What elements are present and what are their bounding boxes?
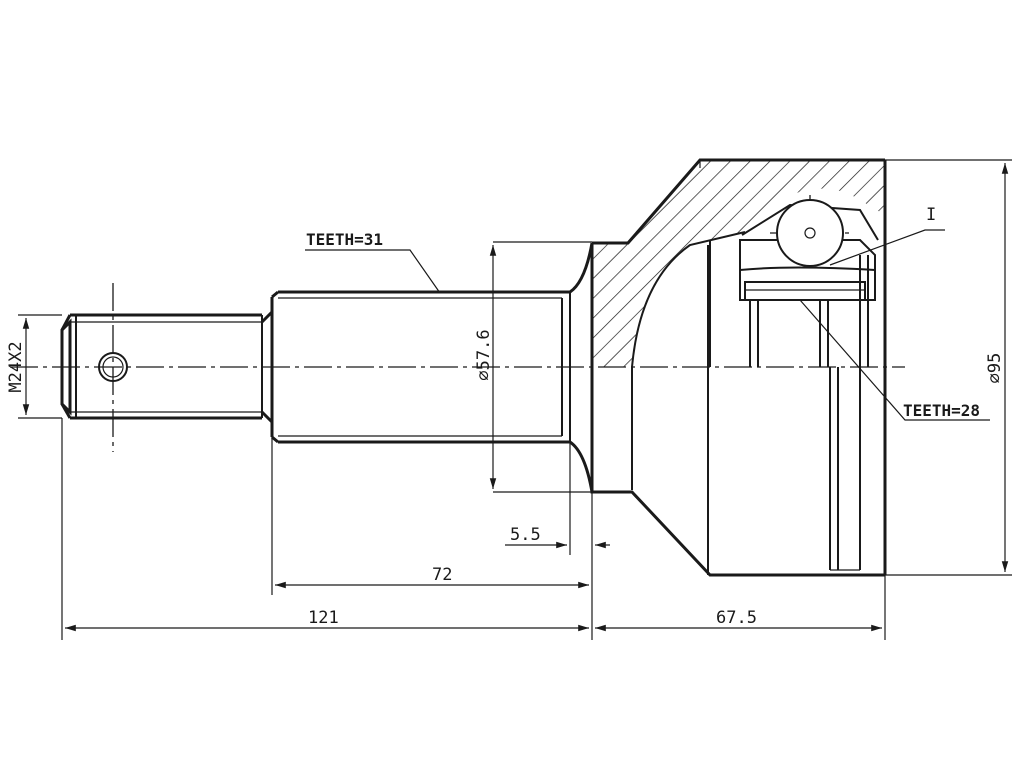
leader-teeth-inner bbox=[799, 299, 990, 421]
diameter-shaft-label: ⌀57.6 bbox=[474, 329, 494, 380]
cross-hole bbox=[98, 352, 128, 382]
dim-shaft-diameter bbox=[489, 241, 592, 493]
splined-shaft bbox=[270, 242, 594, 493]
inner-race bbox=[739, 203, 879, 367]
leader-teeth-shaft bbox=[305, 249, 441, 294]
diameter-body-label: ⌀95 bbox=[985, 353, 1005, 384]
outer-housing bbox=[590, 158, 887, 577]
dim-thread bbox=[18, 314, 62, 419]
leader-detail bbox=[829, 229, 945, 266]
dim-spline-length bbox=[271, 437, 593, 640]
dim-shaft-length bbox=[61, 418, 589, 640]
thread-label: M24X2 bbox=[6, 341, 26, 392]
body-length-label: 67.5 bbox=[716, 608, 757, 628]
dim-body-diameter bbox=[885, 159, 1012, 576]
shaft-length-label: 121 bbox=[308, 608, 339, 628]
teeth-shaft-label: TEETH=31 bbox=[306, 230, 383, 249]
ball bbox=[776, 199, 844, 267]
detail-mark-label: I bbox=[926, 205, 936, 225]
step-dim-label: 5.5 bbox=[510, 525, 541, 545]
dim-step bbox=[505, 442, 610, 555]
spline-length-label: 72 bbox=[432, 565, 452, 585]
dim-body-length bbox=[595, 575, 886, 640]
teeth-inner-label: TEETH=28 bbox=[903, 401, 980, 420]
